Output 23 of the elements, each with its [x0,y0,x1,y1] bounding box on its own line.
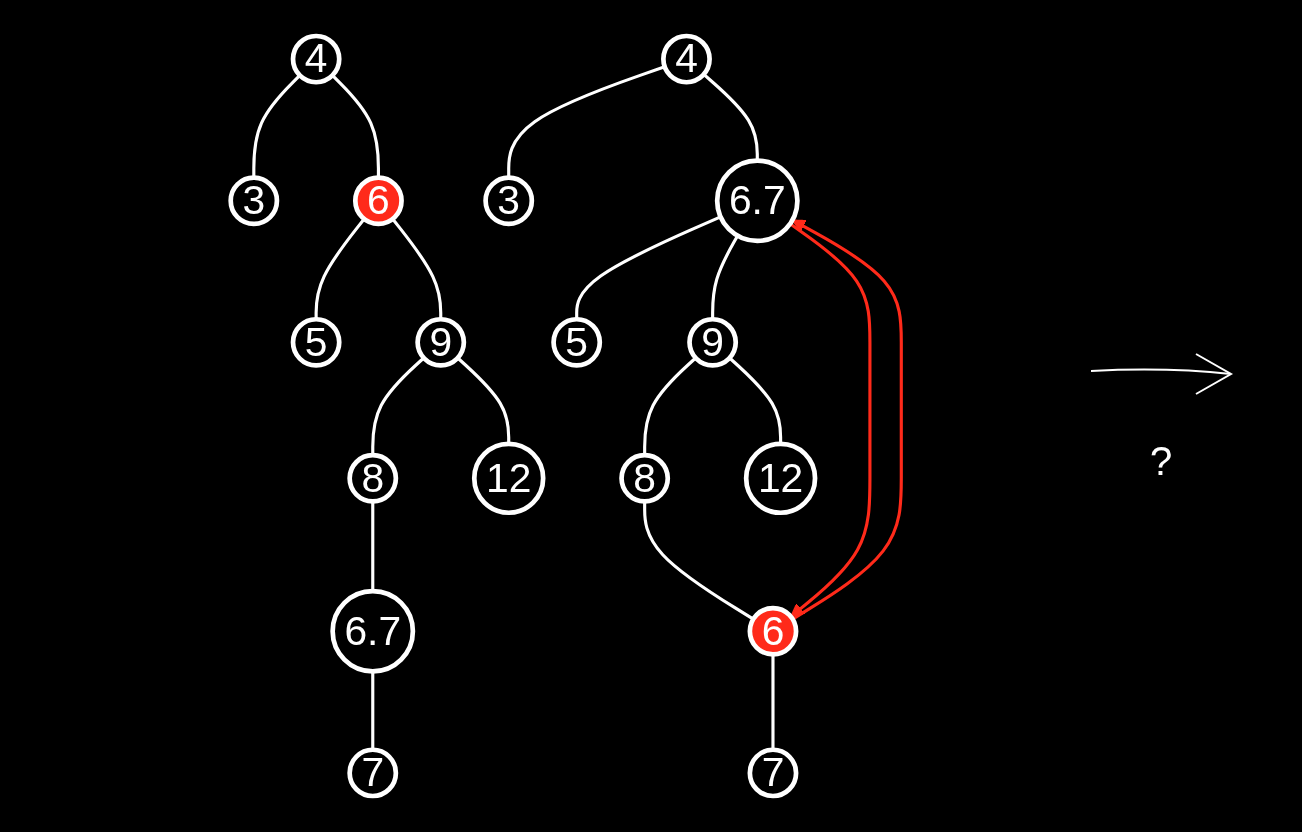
note-text: ? [1149,438,1173,483]
arrow [791,219,903,621]
connector [456,356,511,444]
node-circle: 7 [347,747,399,799]
node-circle: 6 [352,175,404,227]
node-circle: 12 [471,441,546,516]
node-circle: 6.7 [714,158,800,244]
node-circle: 9 [687,316,739,368]
node-circle: 5 [551,316,603,368]
connector [728,356,783,444]
node-circle: 3 [228,175,280,227]
node-circle: 6.7 [330,588,416,674]
node-circle: 9 [415,316,467,368]
node-circle: 8 [347,452,399,504]
node-circle: 3 [483,175,535,227]
arrow [789,222,872,618]
node-circle: 8 [619,452,671,504]
node-circle: 4 [661,33,712,85]
node-circle: 5 [290,316,342,368]
node-circle: 12 [743,441,818,516]
node-circle: 7 [747,747,799,799]
node-circle: 4 [290,33,342,85]
node-circle: 6 [747,605,799,657]
